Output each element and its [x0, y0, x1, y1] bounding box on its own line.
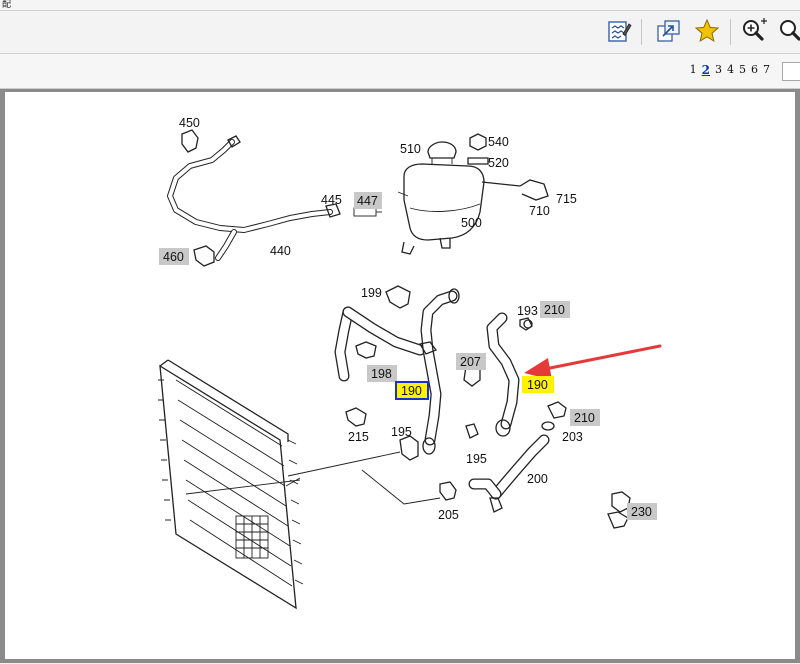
- part-tag-198: [367, 365, 397, 382]
- window-title: 配: [2, 0, 12, 10]
- part-label-205[interactable]: 205: [438, 508, 459, 522]
- part-label-440[interactable]: 440: [270, 244, 291, 258]
- zoom-out-button[interactable]: [777, 17, 800, 45]
- title-bar: 配: [0, 0, 800, 11]
- part-labels: 450 445 447 460 440 510 540 520 715 710 …: [159, 116, 657, 522]
- part-label-460[interactable]: 460: [163, 250, 184, 264]
- part-label-540[interactable]: 540: [488, 135, 509, 149]
- part-tag-207: [456, 353, 486, 370]
- callout-arrow: [524, 344, 662, 380]
- part-label-198[interactable]: 198: [371, 367, 392, 381]
- part-tag-447: [354, 192, 382, 209]
- part-tag-190-highlighted: [522, 376, 554, 393]
- page-navigation: 1 2 3 4 5 6 7: [690, 63, 770, 77]
- zoom-out-icon: [780, 20, 800, 41]
- part-label-195-left[interactable]: 195: [391, 425, 412, 439]
- toolbar: [0, 11, 800, 54]
- part-label-207[interactable]: 207: [460, 355, 481, 369]
- toolbar-separator: [641, 19, 642, 45]
- page-link-7[interactable]: 7: [763, 63, 770, 76]
- part-tag-190-selected: [395, 381, 429, 400]
- pager-bar: 1 2 3 4 5 6 7: [0, 54, 800, 89]
- expansion-tank-drawing: [397, 133, 549, 255]
- zoom-to-fit-button[interactable]: [655, 17, 683, 45]
- part-tag-230: [627, 503, 657, 520]
- part-label-190-left[interactable]: 190: [401, 384, 422, 398]
- heater-hose-drawing: [167, 129, 382, 267]
- part-label-195-right[interactable]: 195: [466, 452, 487, 466]
- part-tag-460: [159, 248, 189, 265]
- part-label-715[interactable]: 715: [556, 192, 577, 206]
- part-label-210-top[interactable]: 210: [544, 303, 565, 317]
- part-tag-210-bottom: [570, 409, 600, 426]
- part-label-510[interactable]: 510: [400, 142, 421, 156]
- page-link-5[interactable]: 5: [739, 63, 746, 76]
- radiator-drawing: [158, 359, 441, 610]
- part-label-190-right[interactable]: 190: [527, 378, 548, 392]
- part-label-710[interactable]: 710: [529, 204, 550, 218]
- upper-hose-drawing: [334, 285, 479, 501]
- page-number-input[interactable]: [782, 62, 800, 81]
- part-label-520[interactable]: 520: [488, 156, 509, 170]
- part-label-500[interactable]: 500: [461, 216, 482, 230]
- diagram-canvas: 450 445 447 460 440 510 540 520 715 710 …: [5, 92, 795, 659]
- part-label-445[interactable]: 445: [321, 193, 342, 207]
- part-tag-210-top: [540, 301, 570, 318]
- zoom-to-fit-icon: [657, 20, 680, 42]
- page-link-4[interactable]: 4: [727, 63, 734, 76]
- zoom-in-icon: [743, 18, 767, 41]
- part-label-215[interactable]: 215: [348, 430, 369, 444]
- part-label-200[interactable]: 200: [527, 472, 548, 486]
- part-label-203[interactable]: 203: [562, 430, 583, 444]
- page-link-3[interactable]: 3: [715, 63, 722, 76]
- lower-hose-drawing: [463, 312, 631, 529]
- document-viewer: 450 445 447 460 440 510 540 520 715 710 …: [0, 89, 800, 663]
- favorite-button[interactable]: [693, 17, 721, 45]
- page-link-6[interactable]: 6: [751, 63, 758, 76]
- notes-button[interactable]: [605, 17, 633, 45]
- part-label-230[interactable]: 230: [631, 505, 652, 519]
- part-label-210-bottom[interactable]: 210: [574, 411, 595, 425]
- part-label-193[interactable]: 193: [517, 304, 538, 318]
- zoom-in-button[interactable]: [741, 17, 769, 45]
- part-label-447[interactable]: 447: [357, 194, 378, 208]
- part-label-199[interactable]: 199: [361, 286, 382, 300]
- notes-icon: [608, 21, 632, 42]
- parts-diagram: 450 445 447 460 440 510 540 520 715 710 …: [158, 116, 662, 610]
- favorite-star-icon: [694, 18, 720, 43]
- page-link-current[interactable]: 2: [701, 63, 710, 77]
- part-label-450[interactable]: 450: [179, 116, 200, 130]
- page-link-1[interactable]: 1: [689, 63, 697, 76]
- toolbar-separator: [730, 19, 731, 45]
